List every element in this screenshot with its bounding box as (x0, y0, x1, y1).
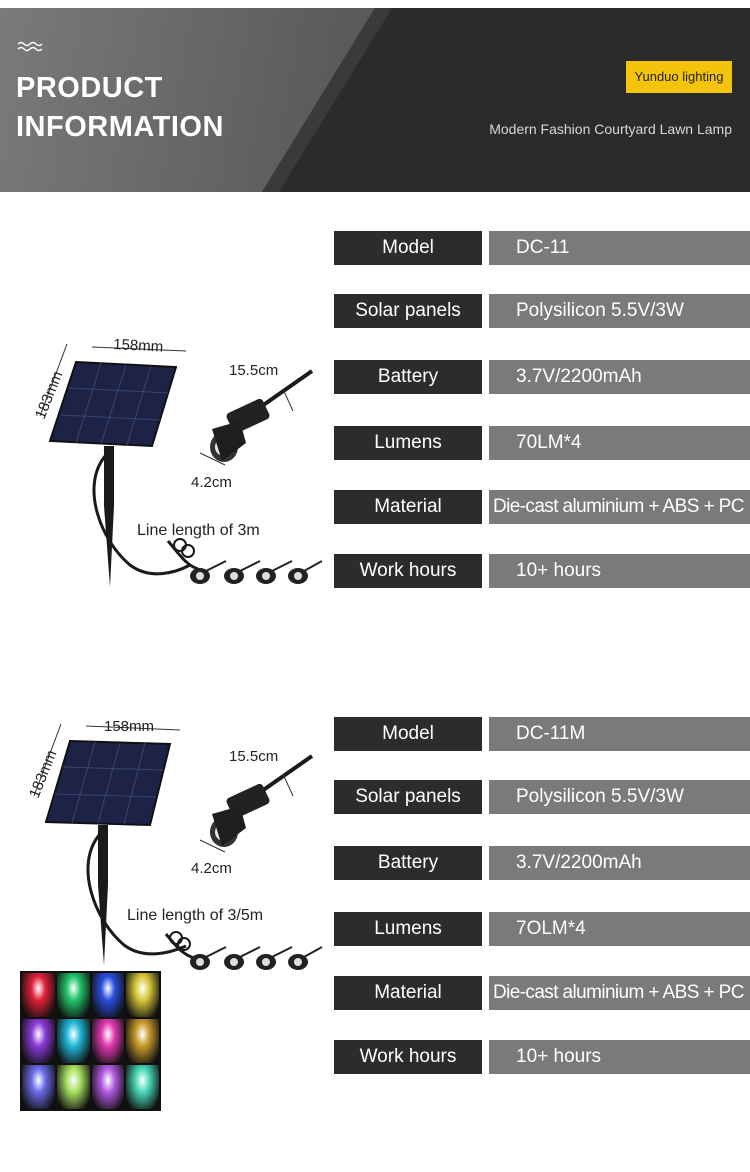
spec-value: Polysilicon 5.5V/3W (489, 780, 750, 814)
color-swatch-5 (22, 1019, 55, 1063)
spec-value: Polysilicon 5.5V/3W (489, 294, 750, 328)
spec-label: Lumens (334, 912, 482, 946)
panel-width-label: 158mm (113, 336, 164, 356)
rgb-color-swatches (20, 971, 161, 1111)
spotlight-diameter-label: 4.2cm (191, 474, 232, 491)
spec-label: Work hours (334, 554, 482, 588)
spotlight-length-label: 15.5cm (229, 748, 278, 765)
spec-value: 10+ hours (489, 1040, 750, 1074)
product-illustration-dc-11: 158mm 183mm 15.5cm 4.2cm Line length of … (32, 336, 323, 587)
line-length-label: Line length of 3m (137, 522, 260, 539)
spec-label: Model (334, 231, 482, 265)
spec-label: Battery (334, 360, 482, 394)
spec-value: 7OLM*4 (489, 912, 750, 946)
spec-row-material: Material Die-cast aluminium + ABS + PC (334, 490, 750, 524)
color-swatch-2 (56, 973, 90, 1017)
spec-value: 10+ hours (489, 554, 750, 588)
spec-row-work-hours: Work hours 10+ hours (334, 1040, 750, 1074)
spec-value: 3.7V/2200mAh (489, 360, 750, 394)
spec-label: Solar panels (334, 780, 482, 814)
wave-icon (17, 41, 43, 52)
spec-label: Solar panels (334, 294, 482, 328)
spec-row-battery: Battery 3.7V/2200mAh (334, 360, 750, 394)
spec-label: Material (334, 490, 482, 524)
spec-label: Material (334, 976, 482, 1010)
color-swatch-3 (91, 973, 125, 1017)
spotlight-diameter-label: 4.2cm (191, 860, 232, 877)
page-title-line1: PRODUCT (16, 72, 163, 104)
spotlight-image (210, 754, 314, 847)
spec-value: DC-11 (489, 231, 750, 265)
spec-row-lumens: Lumens 70LM*4 (334, 426, 750, 460)
spotlight-length-label: 15.5cm (229, 362, 278, 379)
spec-label: Lumens (334, 426, 482, 460)
mini-spotlights-image (166, 538, 323, 584)
spec-value: 3.7V/2200mAh (489, 846, 750, 880)
spec-label: Work hours (334, 1040, 482, 1074)
line-length-label: Line length of 3/5m (127, 907, 263, 924)
spec-label: Battery (334, 846, 482, 880)
spec-value: Die-cast aluminium + ABS + PC (489, 976, 750, 1010)
brand-badge: Yunduo lighting (626, 61, 732, 93)
spec-row-model: Model DC-11 (334, 231, 750, 265)
mini-spotlights-image (164, 931, 323, 970)
solar-panel-image (48, 360, 191, 587)
solar-panel-image (44, 739, 187, 965)
spec-row-solar-panels: Solar panels Polysilicon 5.5V/3W (334, 294, 750, 328)
spec-value: DC-11M (489, 717, 750, 751)
spec-label: Model (334, 717, 482, 751)
color-swatch-10 (56, 1065, 90, 1109)
spotlight-image (210, 369, 314, 462)
color-swatch-9 (22, 1065, 55, 1109)
color-swatch-7 (91, 1019, 125, 1063)
color-swatch-6 (56, 1019, 90, 1063)
product-illustration-dc-11m: 158mm 183mm 15.5cm 4.2cm Line length of … (26, 718, 323, 970)
color-swatch-1 (22, 973, 55, 1017)
spec-row-solar-panels: Solar panels Polysilicon 5.5V/3W (334, 780, 750, 814)
color-swatch-8 (126, 1019, 159, 1063)
spec-value: 70LM*4 (489, 426, 750, 460)
color-swatch-4 (126, 973, 159, 1017)
page-title-line2: INFORMATION (16, 111, 224, 143)
spec-row-lumens: Lumens 7OLM*4 (334, 912, 750, 946)
spec-value: Die-cast aluminium + ABS + PC (489, 490, 750, 524)
spec-row-material: Material Die-cast aluminium + ABS + PC (334, 976, 750, 1010)
header-banner: PRODUCT INFORMATION Yunduo lighting Mode… (0, 8, 750, 192)
spec-row-battery: Battery 3.7V/2200mAh (334, 846, 750, 880)
product-subtitle: Modern Fashion Courtyard Lawn Lamp (489, 121, 732, 137)
panel-width-label: 158mm (104, 718, 154, 735)
color-swatch-12 (126, 1065, 159, 1109)
spec-row-model: Model DC-11M (334, 717, 750, 751)
spec-row-work-hours: Work hours 10+ hours (334, 554, 750, 588)
color-swatch-11 (91, 1065, 125, 1109)
